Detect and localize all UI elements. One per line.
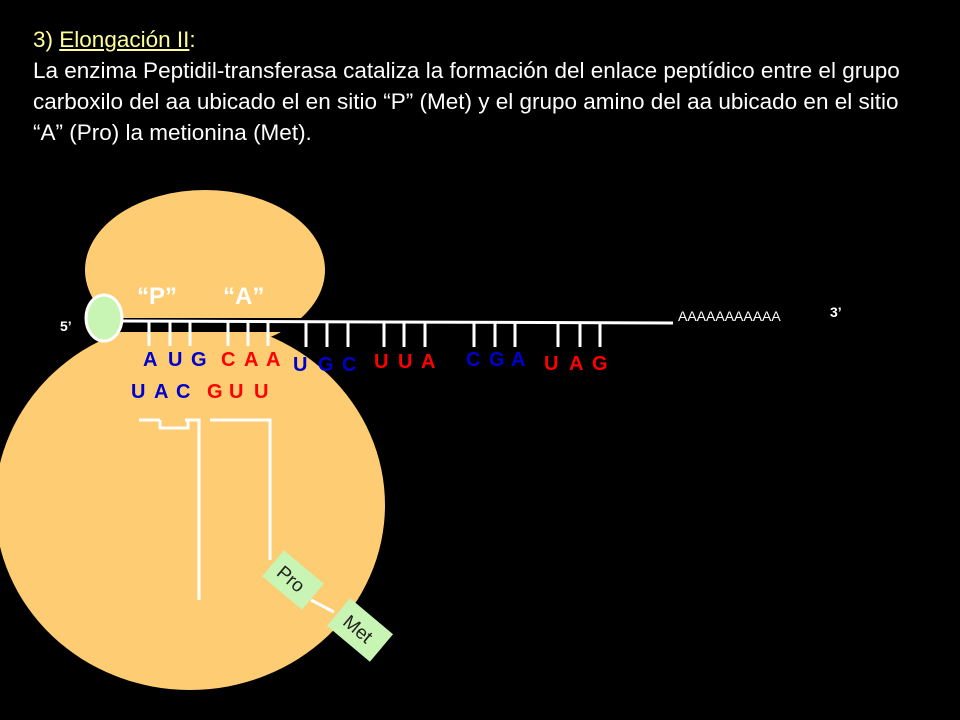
mrna-nucleotide: A xyxy=(266,349,280,371)
poly-a-tail: AAAAAAAAAAA xyxy=(678,308,781,324)
mrna-nucleotide: U xyxy=(544,353,558,375)
codon-ticks xyxy=(147,322,602,347)
trna-stems xyxy=(139,418,335,614)
five-prime-cap xyxy=(84,293,124,343)
mrna-nucleotide: A xyxy=(421,351,435,373)
mrna-nucleotide: A xyxy=(511,349,525,371)
mrna-nucleotide: G xyxy=(592,353,608,375)
heading-colon: : xyxy=(189,27,196,52)
slide-text: 3) Elongación II: La enzima Peptidil-tra… xyxy=(33,24,933,148)
anticodon-nucleotide: U xyxy=(254,381,268,403)
mrna-nucleotide: C xyxy=(221,349,235,371)
mrna-nucleotide: G xyxy=(489,349,505,371)
mrna-nucleotide: U xyxy=(374,351,388,373)
mrna-nucleotide: G xyxy=(191,349,207,371)
mrna-nucleotide: U xyxy=(168,349,182,371)
mrna-nucleotide: A xyxy=(143,349,157,371)
slide-body: La enzima Peptidil-transferasa cataliza … xyxy=(33,58,900,145)
anticodon-nucleotide: A xyxy=(154,381,168,403)
mrna-nucleotide: A xyxy=(569,353,583,375)
trna-pro-stem xyxy=(210,418,272,560)
five-prime-label: 5’ xyxy=(60,318,72,334)
mrna-strand xyxy=(111,319,674,325)
peptide-bond xyxy=(310,598,335,614)
mrna-nucleotide: C xyxy=(342,354,356,376)
mrna-nucleotide: U xyxy=(293,354,307,376)
amino-acid-met: Met xyxy=(326,598,394,662)
anticodon-nucleotide: U xyxy=(229,381,243,403)
anticodon-nucleotide: U xyxy=(131,381,145,403)
mrna-nucleotide: C xyxy=(466,349,480,371)
anticodon-nucleotide: G xyxy=(207,381,223,403)
anticodon-nucleotide: C xyxy=(176,381,190,403)
ribosome-small-subunit xyxy=(85,190,325,350)
three-prime-label: 3’ xyxy=(830,304,842,320)
trna-pro-stem-inner xyxy=(158,420,190,430)
mrna-nucleotide: U xyxy=(398,351,412,373)
mrna-nucleotide: A xyxy=(244,349,258,371)
step-heading: Elongación II xyxy=(59,27,190,52)
trna-met-stem-left xyxy=(185,418,201,600)
site-a-label: “A” xyxy=(223,283,264,310)
slide-title: 3) Elongación II: xyxy=(33,24,933,55)
step-number: 3) xyxy=(33,27,54,52)
mrna-nucleotide: G xyxy=(318,354,334,376)
site-p-label: “P” xyxy=(137,283,177,310)
